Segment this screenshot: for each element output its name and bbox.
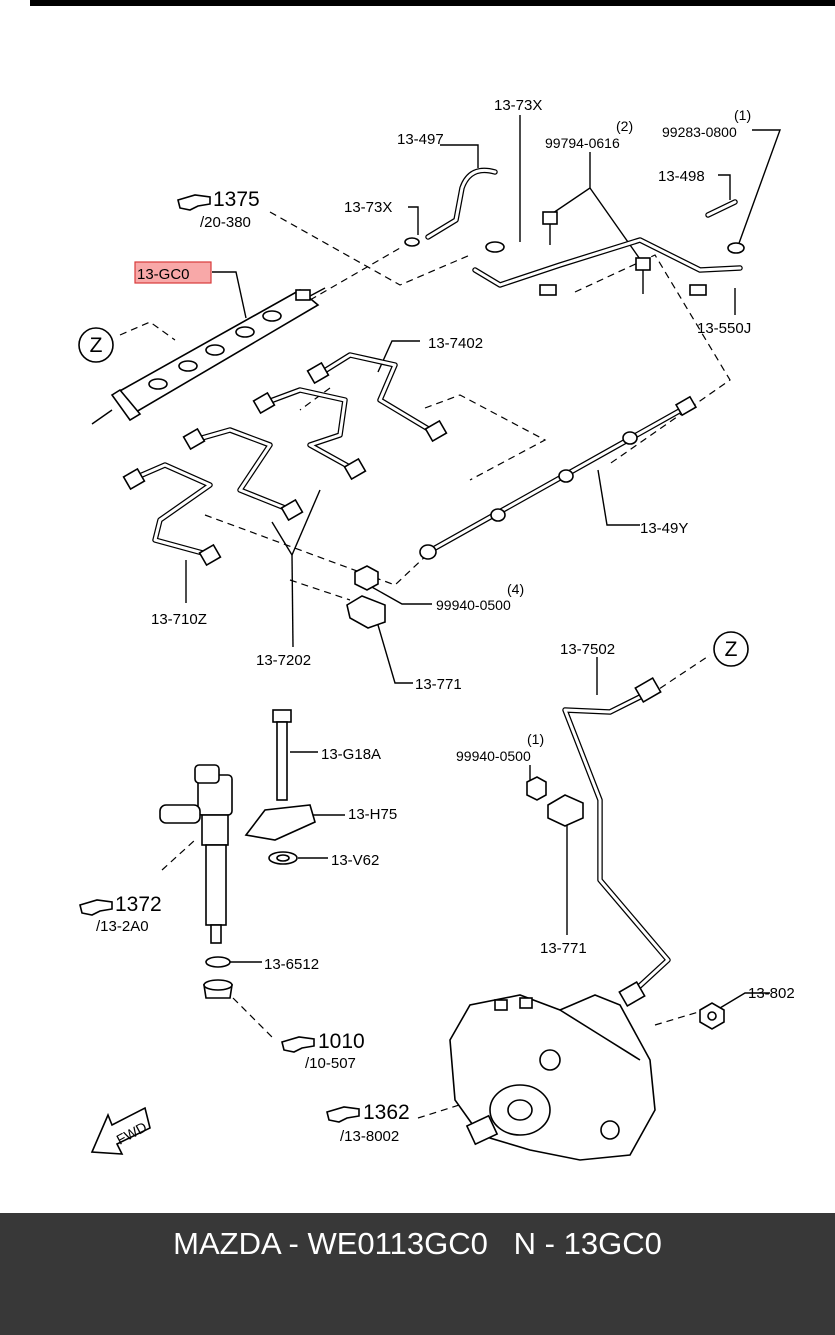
- label-13-802: 13-802: [748, 985, 795, 1002]
- bolt-g18a: [272, 709, 292, 801]
- washer-6512: [205, 956, 231, 968]
- label-13-771-a: 13-771: [415, 676, 462, 693]
- injection-pipe-7402: [306, 352, 448, 443]
- label-1362: 1362: [363, 1101, 410, 1124]
- footer-bar: [0, 1213, 835, 1335]
- nut-802: [699, 1002, 725, 1030]
- label-13-497: 13-497: [397, 131, 444, 148]
- hand-pointer-icon: [177, 194, 211, 211]
- part-labels: 13-73X 13-497 (2) 99794-0616 (1) 99283-0…: [96, 97, 795, 1145]
- label-13-550j: 13-550J: [697, 320, 751, 337]
- return-hose-497: [425, 167, 498, 240]
- label-99283-qty: (1): [734, 107, 751, 123]
- label-10-507: /10-507: [305, 1055, 356, 1072]
- reference-z1-label: Z: [90, 334, 103, 357]
- label-13-7402: 13-7402: [428, 335, 483, 352]
- reference-z2-label: Z: [725, 638, 738, 661]
- leak-off-pipe: [419, 395, 698, 560]
- label-13-73x-left: 13-73X: [344, 199, 392, 216]
- reference-circle-z2: Z: [713, 631, 749, 667]
- label-13-6512: 13-6512: [264, 956, 319, 973]
- bolts-99794: [542, 211, 651, 294]
- seal-1010: [203, 979, 233, 999]
- label-13-v62: 13-V62: [331, 852, 379, 869]
- return-hose-498: [705, 199, 745, 254]
- label-13-49y: 13-49Y: [640, 520, 688, 537]
- label-1372: 1372: [115, 893, 162, 916]
- clip-73x-top: [485, 241, 505, 253]
- top-border: [30, 0, 835, 6]
- clamp-h75: [244, 804, 316, 841]
- injection-pipe-7202-b: [182, 427, 304, 522]
- label-13-2a0: /13-2A0: [96, 918, 149, 935]
- nut-99940-a: [354, 565, 379, 591]
- forward-arrow-icon: FWD: [90, 1106, 151, 1155]
- label-99794-qty: (2): [616, 118, 633, 134]
- washer-v62: [268, 851, 298, 865]
- label-13-8002: /13-8002: [340, 1128, 399, 1145]
- label-99940-a-qty: (4): [507, 581, 524, 597]
- label-1010: 1010: [318, 1030, 365, 1053]
- clamp-771-b: [547, 794, 584, 827]
- clamp-771-a: [346, 595, 386, 629]
- hand-pointer-icon: [326, 1106, 360, 1123]
- label-13-710z: 13-710Z: [151, 611, 207, 628]
- injection-pipe-7202-a: [252, 387, 367, 481]
- fuel-pump: [449, 994, 656, 1161]
- label-99940-0500-b: 99940-0500: [456, 748, 531, 764]
- label-13-771-b: 13-771: [540, 940, 587, 957]
- parts-diagram: Z Z FWD 13-73X 13-497 (2) 99794-0616 (1)…: [78, 97, 795, 1161]
- highlight-box: [134, 261, 212, 284]
- label-99794-0616: 99794-0616: [545, 135, 620, 151]
- hand-pointer-icon: [281, 1036, 315, 1053]
- label-13-7202: 13-7202: [256, 652, 311, 669]
- label-99940-b-qty: (1): [527, 731, 544, 747]
- label-1375: 1375: [213, 188, 260, 211]
- label-13-7502: 13-7502: [560, 641, 615, 658]
- reference-circle-z1: Z: [78, 327, 114, 363]
- part-number-caption: MAZDA - WE0113GC0 N - 13GC0: [173, 1226, 662, 1261]
- label-99283-0800: 99283-0800: [662, 124, 737, 140]
- common-rail: [91, 287, 326, 425]
- injector: [159, 764, 233, 944]
- label-20-380: /20-380: [200, 214, 251, 231]
- leader-lines: [185, 115, 781, 1009]
- clip-73x-left: [404, 237, 420, 247]
- label-13-g18a: 13-G18A: [321, 746, 381, 763]
- label-13-498: 13-498: [658, 168, 705, 185]
- return-pipe-550j: [472, 237, 743, 296]
- dashed-references: [119, 211, 731, 1119]
- injection-pipe-7502: [562, 676, 671, 1008]
- nut-99940-b: [526, 776, 547, 801]
- hand-pointer-icon: [79, 899, 113, 916]
- label-13-h75: 13-H75: [348, 806, 397, 823]
- label-13-73x-top: 13-73X: [494, 97, 542, 114]
- label-99940-0500-a: 99940-0500: [436, 597, 511, 613]
- injection-pipe-710z: [122, 462, 222, 567]
- label-13-gc0: 13-GC0: [137, 266, 190, 283]
